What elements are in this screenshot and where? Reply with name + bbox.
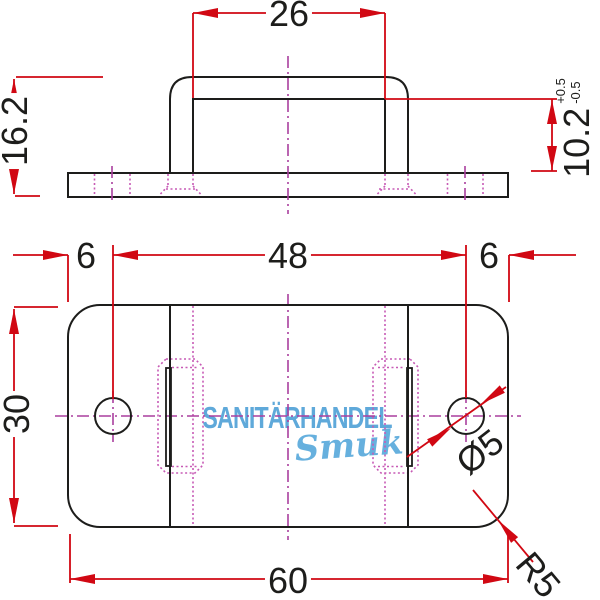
dim-r5-arrow [498,520,519,543]
dim-dia5-arrow-lower [427,428,451,447]
dim-r5-lines [472,489,534,563]
dim-10-2-lines [385,98,557,172]
bridge-outer-profile [169,76,409,173]
dim-label-10-2-value: 10.2 [556,107,597,178]
dim-6-left-arrow [43,250,68,260]
dim-label-30: 30 [0,390,37,438]
side-view-hidden-lines [93,56,484,214]
tolerance-plus: +0.5 [553,78,569,104]
plan-left-slot [165,367,172,467]
plan-plate-outline [67,304,509,528]
dim-row-extensions [67,245,510,399]
side-left-hole-edges [93,174,131,196]
dim-16-2-arrow-bottom [9,169,19,194]
dim-label-26: 26 [265,0,313,32]
plan-view-dimensions [9,245,576,584]
dim-label-10-2: 10.2 +0.5 -0.5 [553,78,597,178]
dim-dia5-arrow-upper [481,385,505,404]
plan-hole-centerlines [112,391,467,442]
side-right-hole-hidden [446,166,484,204]
dim-dia5-lines [406,385,507,458]
side-right-leg-relief [376,174,417,196]
tolerance-minus: -0.5 [568,81,583,104]
dim-label-10-2-tolerance: +0.5 -0.5 [553,78,584,104]
dim-label-48: 48 [264,238,312,274]
dim-label-16-2: 16.2 [0,92,35,170]
dim-6-48-6-lines [13,245,576,399]
dim-48-arrow-right [441,250,466,260]
dim-30-arrow-top [9,309,19,334]
plan-right-relief-outline [372,358,419,474]
dim-10-2-line [385,98,557,172]
dim-60-arrow-left [70,574,95,584]
dim-26-arrow-left [193,8,218,18]
side-left-leg-relief [159,174,202,196]
plan-view-outline [67,304,509,528]
plan-view-hidden-lines [55,294,521,540]
side-right-hole-edges [446,174,484,196]
dim-label-60: 60 [264,563,312,599]
watermark-text: SANITÄRHANDEL [202,401,392,436]
dim-48-arrow-left [113,250,138,260]
dim-10-2-arrow-top [547,100,557,124]
dim-label-6-left: 6 [75,235,97,276]
plan-view [9,245,576,584]
bridge-inner-profile [192,98,386,173]
dim-60-arrow-right [483,574,508,584]
side-view-dimensions [9,8,557,197]
dim-label-6-right: 6 [478,235,500,276]
side-left-hole-hidden [93,166,131,204]
dim-6-right-arrow [509,250,534,260]
dim-26-arrow-right [360,8,385,18]
dim-30-arrow-bottom [9,498,19,523]
dim-10-2-arrow-bottom [547,146,557,170]
side-left-leg-hidden [159,174,202,196]
plan-left-relief-outline [157,358,204,474]
plan-right-slot [406,367,413,467]
side-right-leg-hidden [376,174,417,196]
side-view [9,8,557,214]
